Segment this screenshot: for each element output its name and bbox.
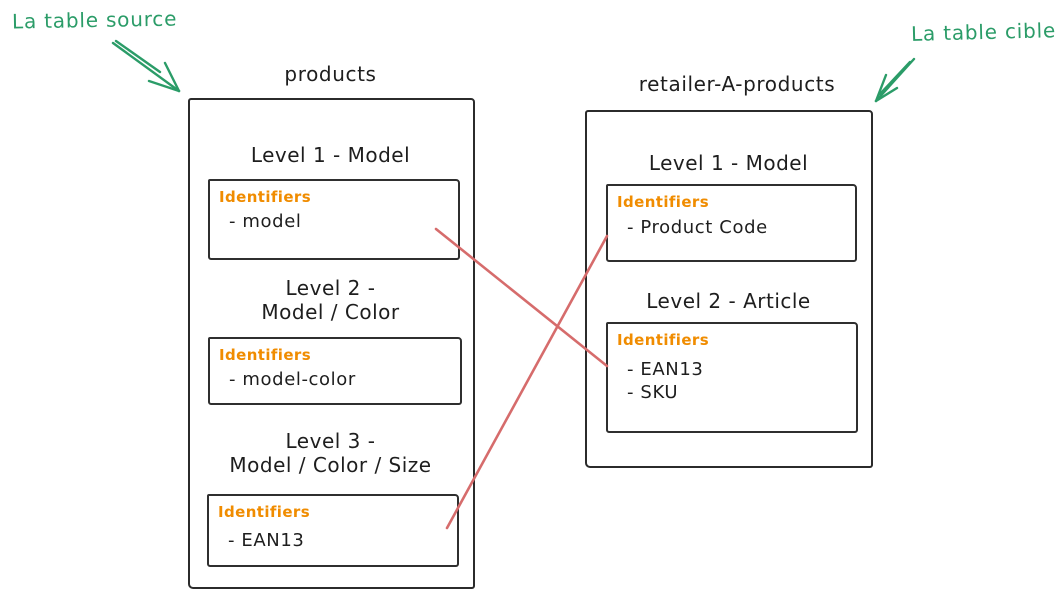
source-annotation-arrow-icon: [111, 39, 181, 93]
target-table-annotation: La table cible: [910, 18, 1057, 46]
target-table-title: retailer-A-products: [638, 72, 836, 96]
identifiers-label: Identifiers: [219, 346, 312, 364]
identifier-item: - EAN13: [228, 530, 305, 551]
source-level3-identifiers-box: Identifiers - EAN13: [207, 494, 459, 567]
source-level1-identifiers-box: Identifiers - model: [208, 179, 460, 260]
source-level1-heading: Level 1 - Model: [250, 143, 411, 167]
identifier-item: - model-color: [229, 369, 356, 390]
source-level3-heading: Level 3 - Model / Color / Size: [229, 429, 432, 477]
source-table-annotation: La table source: [11, 6, 178, 34]
target-level2-identifiers-box: Identifiers - EAN13 - SKU: [606, 322, 858, 433]
identifiers-label: Identifiers: [617, 331, 710, 349]
source-level2-heading: Level 2 - Model / Color: [261, 276, 400, 324]
identifier-item: - Product Code: [627, 217, 768, 238]
source-table-title: products: [284, 62, 377, 86]
target-level2-heading: Level 2 - Article: [646, 289, 811, 313]
identifier-item: - SKU: [627, 382, 679, 403]
identifiers-label: Identifiers: [219, 188, 312, 206]
source-level2-identifiers-box: Identifiers - model-color: [208, 337, 462, 405]
identifier-item: - EAN13: [627, 359, 704, 380]
identifiers-label: Identifiers: [617, 193, 710, 211]
identifiers-label: Identifiers: [218, 503, 311, 521]
target-level1-heading: Level 1 - Model: [648, 151, 809, 175]
target-level1-identifiers-box: Identifiers - Product Code: [606, 184, 857, 262]
identifier-item: - model: [229, 211, 302, 232]
